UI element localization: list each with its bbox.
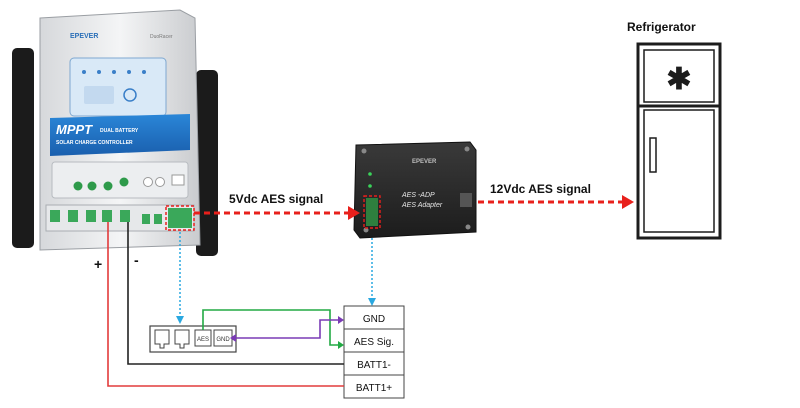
controller-terminals xyxy=(50,210,162,224)
controller-indicator-leds xyxy=(82,70,146,74)
controller-model-sub1: DUAL BATTERY xyxy=(100,128,139,134)
adapter-body xyxy=(353,141,477,239)
callout-adapter-port xyxy=(368,238,376,306)
controller-aes-port-highlight xyxy=(165,205,195,231)
fridge-handle xyxy=(649,137,657,173)
terminal-row-batt1-minus: BATT1- xyxy=(357,360,391,371)
connector-pin-2 xyxy=(174,329,190,349)
controller-right-fin xyxy=(196,70,218,256)
controller-buttons xyxy=(73,174,185,191)
fridge-freezer-door xyxy=(643,49,715,103)
terminal-row-aes-sig: AES Sig. xyxy=(354,337,394,348)
controller-model-text: MPPT xyxy=(56,122,93,137)
adapter-input-port xyxy=(366,198,378,226)
controller-aes-port xyxy=(168,208,192,228)
adapter-brand: EPEVER xyxy=(412,159,437,165)
terminal-block: GND AES Sig. BATT1- BATT1+ xyxy=(343,305,405,399)
aes-connector-plug: AES GND xyxy=(149,325,237,353)
callout-controller-port xyxy=(176,232,184,324)
connector-pin-gnd-label: GND xyxy=(216,337,230,343)
solar-charge-controller: EPEVER DuoRacer MPPT DUAL BATTERY SOLAR … xyxy=(12,9,218,256)
signal-arrow-5vdc xyxy=(194,206,360,220)
wire-green xyxy=(202,309,344,349)
controller-label-band xyxy=(50,114,190,156)
connector-pin-aes-label: AES xyxy=(197,337,209,343)
label-12vdc-aes-signal: 12Vdc AES signal xyxy=(490,182,591,196)
adapter-input-port-highlight xyxy=(363,195,381,229)
label-minus: - xyxy=(134,252,139,268)
wire-black-negative xyxy=(127,222,344,365)
aes-adapter: EPEVER AES -ADP AES Adapter xyxy=(353,141,477,239)
adapter-output-port xyxy=(460,193,472,207)
wire-red-positive xyxy=(107,222,344,387)
fridge-main-door xyxy=(643,109,715,233)
refrigerator: ✱ xyxy=(636,42,722,240)
controller-screen xyxy=(84,86,114,104)
controller-model-sub2: SOLAR CHARGE CONTROLLER xyxy=(56,140,133,146)
connector-pin-1 xyxy=(154,329,170,349)
label-refrigerator: Refrigerator xyxy=(627,20,696,34)
terminal-row-batt1-plus: BATT1+ xyxy=(356,383,392,394)
terminal-row-gnd: GND xyxy=(363,314,385,325)
adapter-name-line2: AES Adapter xyxy=(401,202,443,209)
label-5vdc-aes-signal: 5Vdc AES signal xyxy=(229,192,324,206)
wire-purple xyxy=(230,316,344,342)
adapter-name-line1: AES -ADP xyxy=(401,192,435,199)
controller-left-fin xyxy=(12,48,34,248)
controller-brand: EPEVER xyxy=(70,33,98,40)
controller-set-button xyxy=(123,88,137,102)
label-plus: + xyxy=(94,256,103,272)
fridge-freezer-symbol: ✱ xyxy=(666,63,691,96)
signal-arrow-12vdc xyxy=(478,195,634,209)
controller-series-tag: DuoRacer xyxy=(150,34,173,40)
